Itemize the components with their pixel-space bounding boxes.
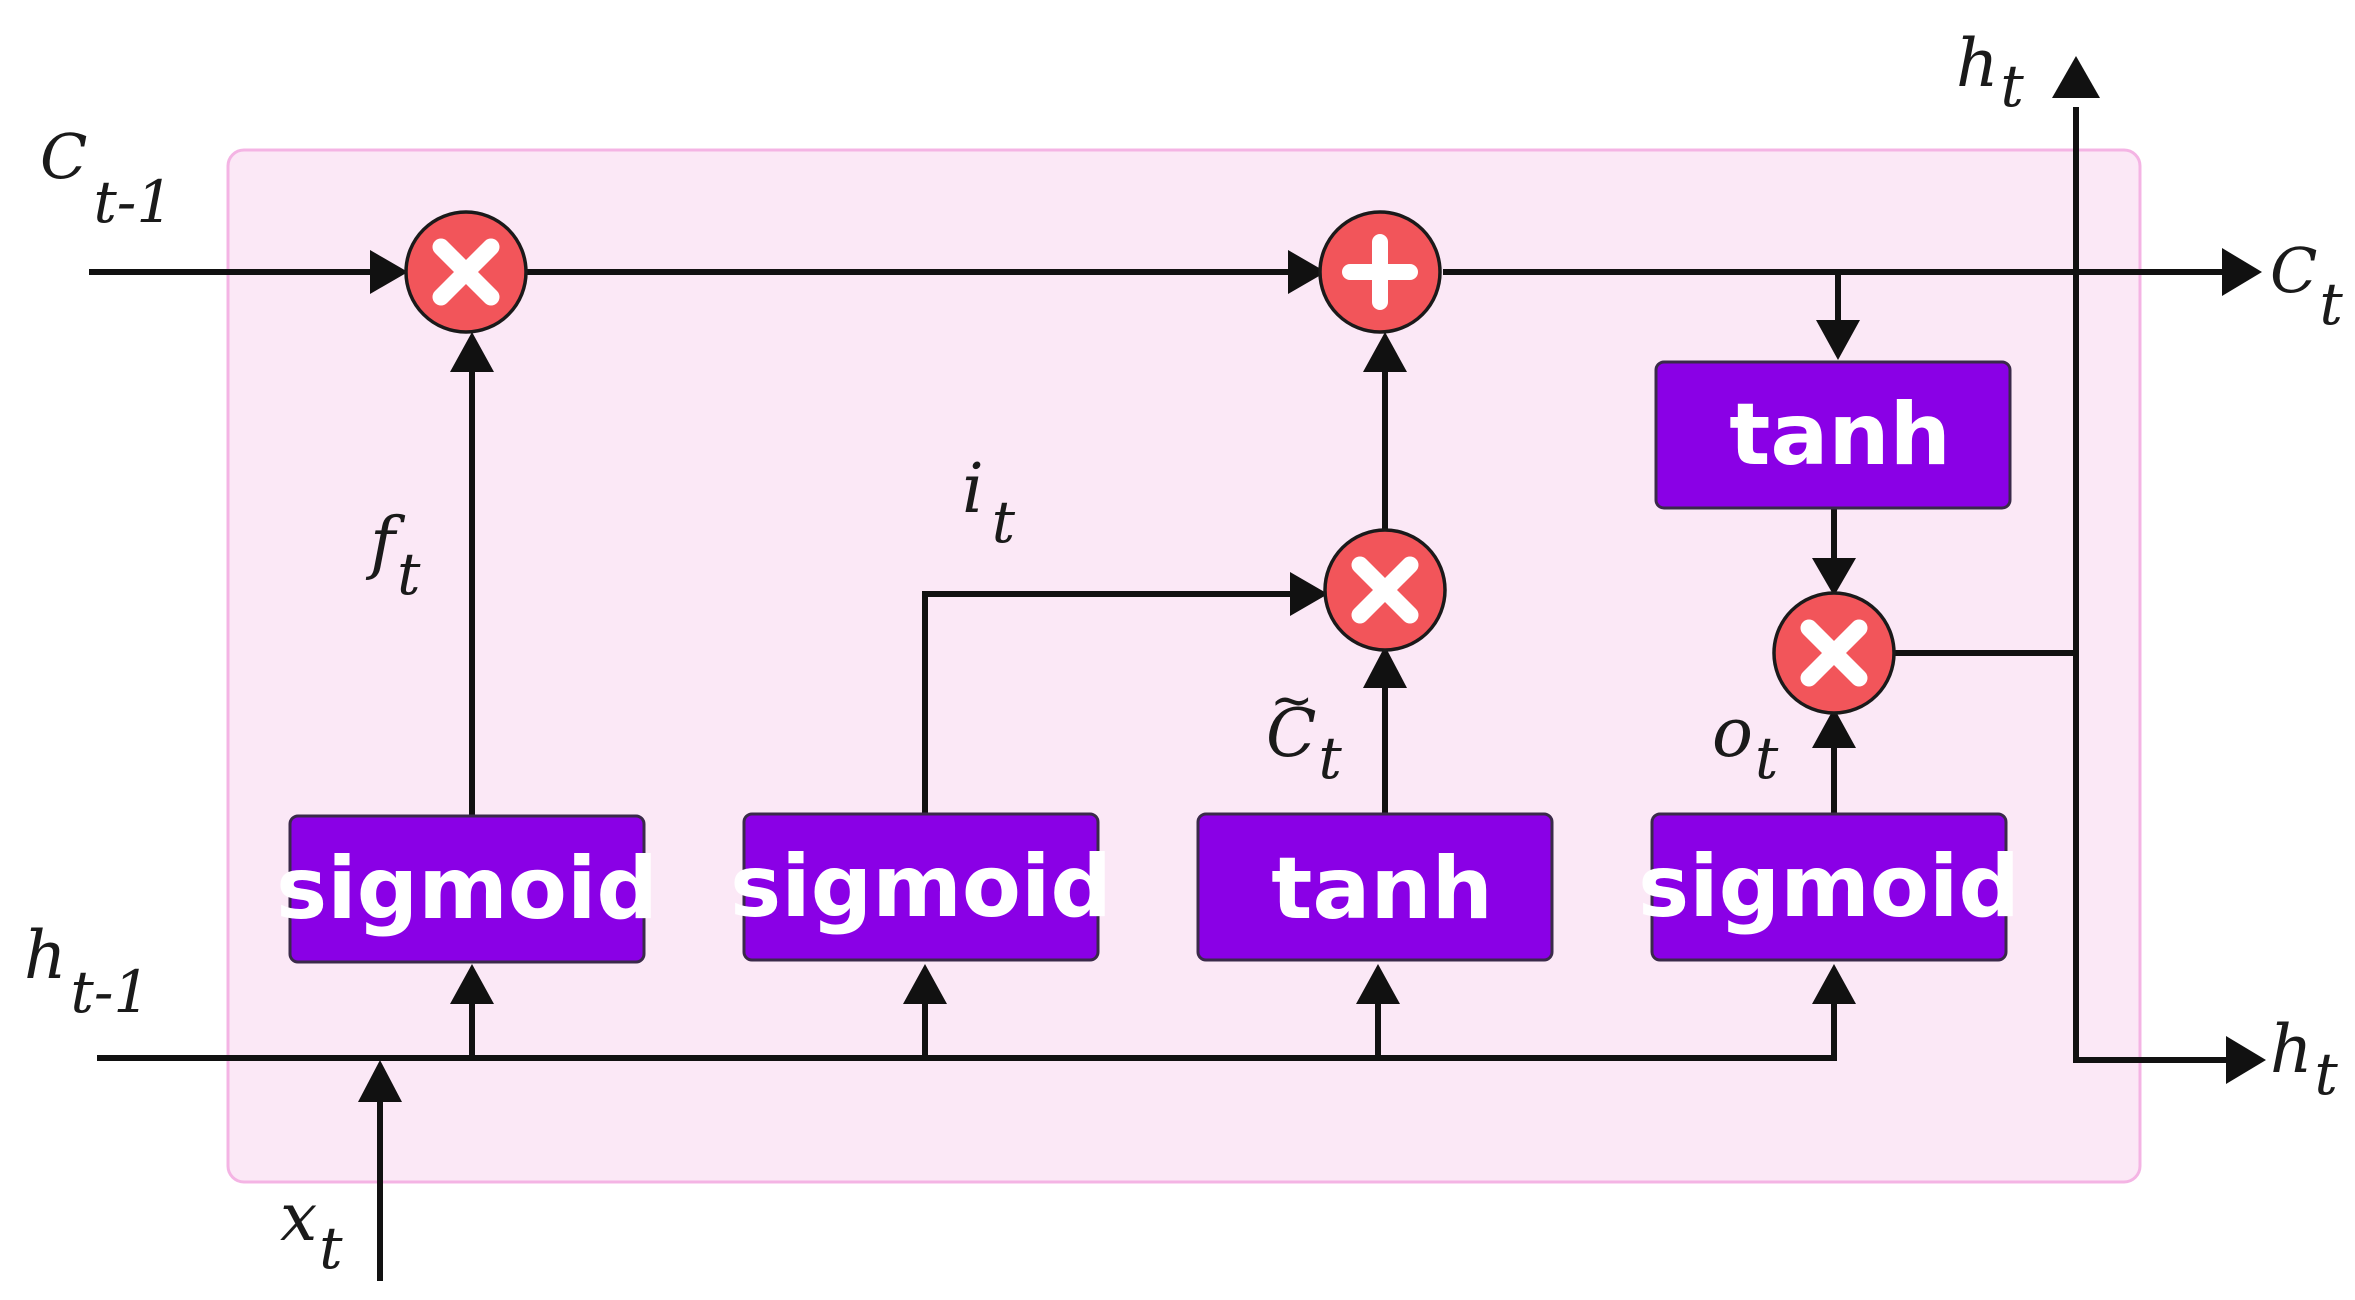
forget-multiply-icon bbox=[404, 210, 528, 334]
connection-lines bbox=[89, 107, 2231, 1281]
label-h-out-top: ht bbox=[1956, 25, 2025, 120]
arrowhead bbox=[1290, 572, 1328, 616]
arrowhead bbox=[1812, 708, 1856, 748]
arrowhead bbox=[450, 332, 494, 372]
arrowhead bbox=[1363, 332, 1407, 372]
candidate-tanh-label: tanh bbox=[1271, 839, 1493, 939]
label-c-prev: Ct-1 bbox=[40, 120, 173, 236]
input-multiply-icon bbox=[1323, 528, 1447, 652]
output-gate-label: sigmoid bbox=[1638, 837, 2020, 937]
arrowhead bbox=[358, 1060, 402, 1102]
label-candidate: Ct bbox=[1266, 695, 1343, 792]
label-c-out: Ct bbox=[2270, 234, 2343, 338]
arrowhead bbox=[903, 964, 947, 1004]
forget-gate-label: sigmoid bbox=[276, 839, 658, 939]
output-multiply-icon bbox=[1772, 591, 1896, 715]
arrowhead bbox=[1812, 558, 1856, 596]
input-gate-sigmoid-box: sigmoid bbox=[730, 812, 1112, 962]
label-x-in: xt bbox=[280, 1179, 343, 1282]
arrowhead bbox=[1288, 250, 1326, 294]
cell-tanh-box: tanh bbox=[1654, 360, 2012, 510]
input-gate-label: sigmoid bbox=[730, 837, 1112, 937]
arrowhead bbox=[2226, 1036, 2266, 1084]
add-operator-icon bbox=[1318, 210, 1442, 334]
arrowhead bbox=[1816, 320, 1860, 360]
arrowhead bbox=[2222, 248, 2262, 296]
forget-gate-sigmoid-box: sigmoid bbox=[276, 814, 658, 964]
arrowhead bbox=[450, 964, 494, 1004]
arrowhead bbox=[1363, 646, 1407, 688]
arrowhead bbox=[1356, 964, 1400, 1004]
label-output-gate: ot bbox=[1712, 694, 1779, 792]
arrowhead bbox=[370, 250, 408, 294]
label-h-out-right: ht bbox=[2270, 1011, 2339, 1108]
cell-tanh-label: tanh bbox=[1729, 385, 1951, 485]
label-candidate-accent: ~ bbox=[1270, 671, 1314, 731]
label-h-prev: ht-1 bbox=[24, 917, 150, 1026]
output-gate-sigmoid-box: sigmoid bbox=[1638, 812, 2020, 962]
arrowheads bbox=[358, 56, 2266, 1102]
candidate-tanh-box: tanh bbox=[1196, 812, 1554, 962]
arrowhead bbox=[1812, 964, 1856, 1004]
arrowhead bbox=[2052, 56, 2100, 98]
